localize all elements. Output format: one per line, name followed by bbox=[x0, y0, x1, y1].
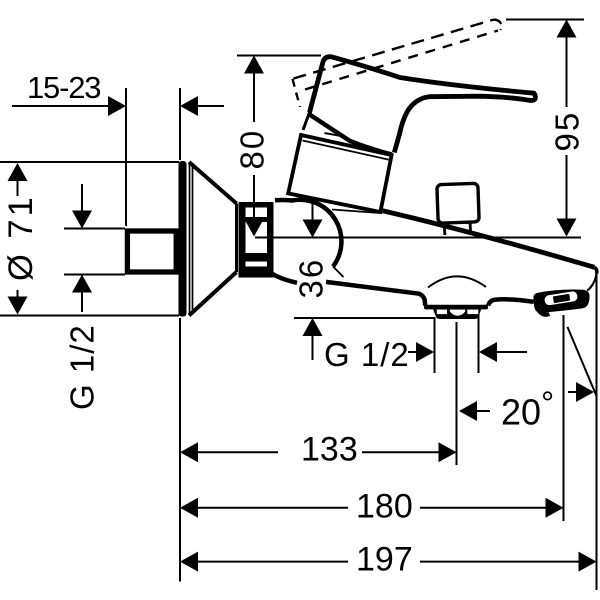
svg-text:95: 95 bbox=[549, 111, 586, 152]
svg-text:180: 180 bbox=[356, 488, 413, 526]
svg-text:G 1/2: G 1/2 bbox=[64, 324, 101, 410]
svg-text:36: 36 bbox=[293, 258, 330, 299]
svg-text:133: 133 bbox=[301, 431, 358, 469]
svg-text:197: 197 bbox=[356, 541, 413, 579]
svg-text:15-23: 15-23 bbox=[27, 70, 100, 105]
svg-text:80: 80 bbox=[234, 129, 271, 170]
svg-text:Ø 71: Ø 71 bbox=[2, 194, 40, 281]
svg-text:G 1/2: G 1/2 bbox=[324, 336, 410, 373]
